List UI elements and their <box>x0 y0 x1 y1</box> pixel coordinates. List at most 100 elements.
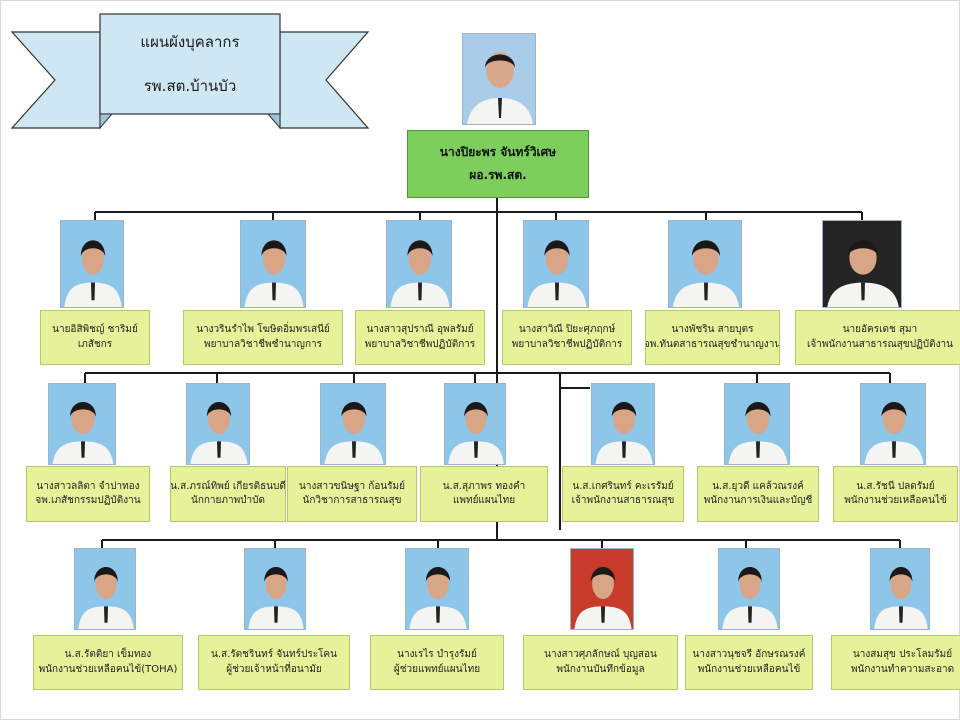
staff-photo <box>186 383 250 465</box>
staff-photo <box>48 383 116 465</box>
staff-box: น.ส.สุภาพร ทองคำแพทย์แผนไทย <box>420 466 548 522</box>
staff-role: นักกายภาพบำบัด <box>190 495 266 506</box>
person-photo-icon <box>445 384 505 464</box>
staff-role: พนักงานการเงินและบัญชี <box>703 495 813 506</box>
staff-role: นักวิชาการสาธารณสุข <box>302 495 402 506</box>
staff-role: พนักงานบันทึกข้อมูล <box>556 663 645 675</box>
staff-name: นางสาวนุชจรี อักษรณรงค์ <box>692 649 806 660</box>
staff-role: เจ้าพนักงานสาธารณสุข <box>571 495 675 506</box>
person-photo-icon <box>861 384 925 464</box>
staff-photo <box>668 220 742 308</box>
staff-box: นางสมสุข ประโลมรัมย์พนักงานทำความสะอาด <box>831 635 960 690</box>
staff-role: จพ.ทันตสาธารณสุขชำนาญงาน <box>645 338 780 350</box>
staff-photo <box>718 548 780 630</box>
person-photo-icon <box>823 221 901 307</box>
staff-box: นางพัชริน สายบุตรจพ.ทันตสาธารณสุขชำนาญงา… <box>645 310 780 365</box>
staff-role: เจ้าพนักงานสาธารณสุขปฏิบัติงาน <box>807 338 953 350</box>
staff-name: น.ส.เกศรินทร์ คะเรรัมย์ <box>572 480 674 492</box>
director-role: ผอ.รพ.สต. <box>469 168 527 182</box>
staff-role: พยาบาลวิชาชีพชำนาญการ <box>204 338 322 350</box>
staff-role: เภสัชกร <box>77 338 113 350</box>
staff-role: ผู้ช่วยแพทย์แผนไทย <box>393 663 481 675</box>
person-photo-icon <box>871 549 929 629</box>
staff-box: นายอัครเดช สุมาเจ้าพนักงานสาธารณสุขปฏิบั… <box>795 310 960 365</box>
staff-photo <box>60 220 124 308</box>
staff-name: น.ส.สุภาพร ทองคำ <box>442 480 526 492</box>
person-photo-icon <box>592 384 654 464</box>
staff-name: นายอัครเดช สุมา <box>842 324 918 335</box>
staff-photo <box>570 548 634 630</box>
staff-box: นางสาวสุปราณี อุพลรัมย์พยาบาลวิชาชีพปฏิบ… <box>355 310 485 365</box>
director-name: นางปิยะพร จันทร์วิเศษ <box>439 145 557 160</box>
staff-photo <box>444 383 506 465</box>
staff-box: นางสาวขนิษฐา ก้อนรัมย์นักวิชาการสาธารณสุ… <box>287 466 417 522</box>
chart-title: แผนผังบุคลากร <box>140 33 240 51</box>
staff-role: พนักงานช่วยเหลือคนไข้(TOHA) <box>38 663 178 675</box>
staff-role: พนักงานช่วยเหลือคนไข้ <box>844 495 947 506</box>
staff-box: นางสาวศุภลักษณ์ บุญสอนพนักงานบันทึกข้อมู… <box>523 635 678 690</box>
staff-name: นางวรินรำไพ โฆษิตอิ่มพรเสนีย์ <box>196 324 330 335</box>
banner-right-tail <box>279 31 370 129</box>
person-photo-icon <box>725 384 789 464</box>
staff-name: น.ส.ภรณ์ทิพย์ เกียรติธนบดี <box>170 480 286 492</box>
staff-name: นางพัชริน สายบุตร <box>671 324 754 335</box>
staff-role: ผู้ช่วยเจ้าหน้าที่อนามัย <box>226 663 322 675</box>
staff-name: นางเรไร บำรุงรัมย์ <box>397 649 477 660</box>
staff-name: น.ส.รัตชรินทร์ จันทร์ประโคน <box>211 649 337 660</box>
staff-photo <box>74 548 136 630</box>
staff-box: นางสาวนุชจรี อักษรณรงค์พนักงานช่วยเหลือค… <box>685 635 813 690</box>
staff-name: น.ส.รัชนี ปลดรัมย์ <box>856 480 935 492</box>
staff-name: นางสมสุข ประโลมรัมย์ <box>852 649 953 660</box>
staff-box: น.ส.รัตติยา เข็มทองพนักงานช่วยเหลือคนไข้… <box>33 635 183 690</box>
staff-role: แพทย์แผนไทย <box>452 495 516 506</box>
staff-photo <box>240 220 306 308</box>
staff-role: พยาบาลวิชาชีพปฏิบัติการ <box>511 338 623 350</box>
staff-photo <box>822 220 902 308</box>
person-photo-icon <box>187 384 249 464</box>
staff-role: จพ.เภสัชกรรมปฏิบัติงาน <box>35 495 141 506</box>
staff-box: นางสาวลลิตา จำปาทองจพ.เภสัชกรรมปฏิบัติงา… <box>26 466 150 522</box>
staff-photo <box>860 383 926 465</box>
staff-photo <box>320 383 386 465</box>
staff-box: นางวรินรำไพ โฆษิตอิ่มพรเสนีย์พยาบาลวิชาช… <box>183 310 343 365</box>
staff-name: นายอิสิพิชญ์ ชาริมย์ <box>52 324 138 335</box>
staff-box: นางสาวิณี ปิยะศุภฤกษ์พยาบาลวิชาชีพปฏิบัต… <box>502 310 632 365</box>
staff-name: นางสาวศุภลักษณ์ บุญสอน <box>544 649 657 660</box>
person-photo-icon <box>241 221 305 307</box>
staff-role: พนักงานช่วยเหลือคนไข้ <box>697 663 801 675</box>
person-photo-icon <box>463 34 535 124</box>
person-photo-icon <box>719 549 779 629</box>
staff-name: นางสาวิณี ปิยะศุภฤกษ์ <box>518 324 616 335</box>
banner-fold-left <box>99 113 114 130</box>
director-photo <box>462 33 536 125</box>
staff-photo <box>386 220 452 308</box>
staff-box: น.ส.รัชนี ปลดรัมย์พนักงานช่วยเหลือคนไข้ <box>833 466 958 522</box>
staff-box: น.ส.ภรณ์ทิพย์ เกียรติธนบดีนักกายภาพบำบัด <box>170 466 286 522</box>
person-photo-icon <box>49 384 115 464</box>
staff-name: นางสาวขนิษฐา ก้อนรัมย์ <box>299 480 405 492</box>
staff-box: น.ส.เกศรินทร์ คะเรรัมย์เจ้าพนักงานสาธารณ… <box>562 466 684 522</box>
staff-name: นางสาวสุปราณี อุพลรัมย์ <box>366 324 474 335</box>
staff-box: นายอิสิพิชญ์ ชาริมย์เภสัชกร <box>40 310 150 365</box>
staff-role: พยาบาลวิชาชีพปฏิบัติการ <box>364 338 476 350</box>
staff-photo <box>523 220 589 308</box>
staff-photo <box>591 383 655 465</box>
staff-photo <box>870 548 930 630</box>
staff-photo <box>724 383 790 465</box>
banner-center <box>99 13 281 115</box>
person-photo-icon <box>669 221 741 307</box>
person-photo-icon <box>387 221 451 307</box>
title-banner <box>10 13 370 130</box>
person-photo-icon <box>524 221 588 307</box>
staff-name: นางสาวลลิตา จำปาทอง <box>36 480 140 492</box>
staff-box: นางเรไร บำรุงรัมย์ผู้ช่วยแพทย์แผนไทย <box>370 635 504 690</box>
staff-box: น.ส.รัตชรินทร์ จันทร์ประโคนผู้ช่วยเจ้าหน… <box>198 635 350 690</box>
staff-role: พนักงานทำความสะอาด <box>850 663 955 675</box>
person-photo-icon <box>321 384 385 464</box>
staff-box: น.ส.ยุวดี แคล้วณรงค์พนักงานการเงินและบัญ… <box>697 466 819 522</box>
person-photo-icon <box>571 549 633 629</box>
banner-fold-right <box>266 113 281 130</box>
banner-text: แผนผังบุคลากร รพ.สต.บ้านบัว <box>100 14 280 114</box>
chart-subtitle: รพ.สต.บ้านบัว <box>143 77 237 95</box>
person-photo-icon <box>406 549 468 629</box>
